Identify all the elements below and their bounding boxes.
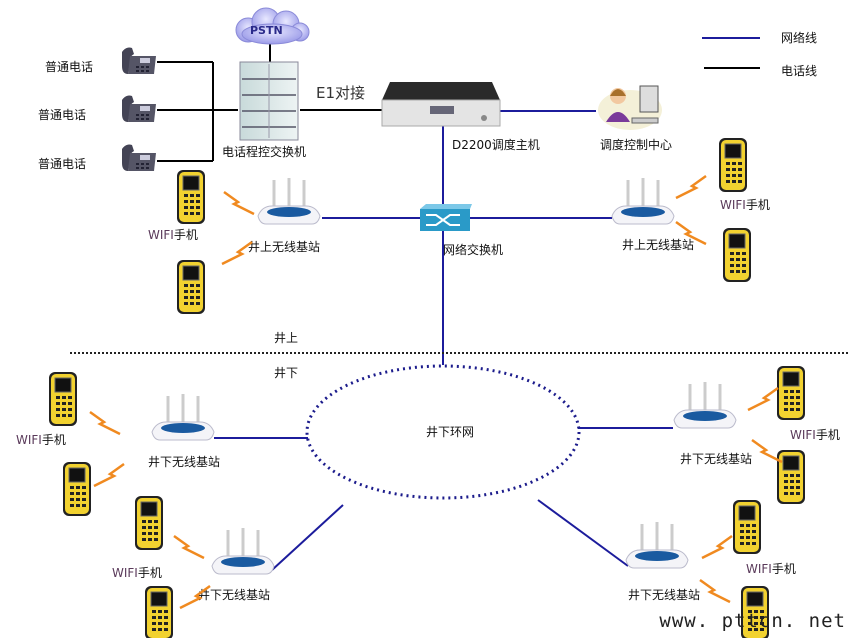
wireless-signal-icon [172,534,208,564]
wifi-prefix: WIFI [790,428,816,442]
wireless-signal-icon [176,584,212,614]
wifi-suffix: 手机 [771,562,796,576]
pbx-cabinet-icon [239,61,299,141]
wifi-phone-label: WIFI手机 [790,428,840,442]
wifi-phone-icon [48,370,78,432]
ring-to-bs-bottom-right [537,499,629,567]
network-lines [214,110,673,571]
wifi-phone-icon [176,168,206,230]
wifi-phone-label: WIFI手机 [148,228,198,242]
wifi-prefix: WIFI [720,198,746,212]
pbx-label: 电话程控交换机 [222,145,307,159]
wifi-phone-icon [134,494,164,556]
network-switch-icon [420,204,472,231]
wifi-suffix: 手机 [815,428,840,442]
wireless-base-station-icon [610,176,676,230]
legend-phone-label: 电话线 [781,64,818,78]
wifi-prefix: WIFI [746,562,772,576]
ring-to-bs-bottom-left [271,504,344,571]
wireless-signal-icon [88,410,124,440]
wifi-phone-icon [718,136,748,198]
wireless-signal-icon [672,174,708,204]
wireless-signal-icon [698,578,734,608]
dispatch-host-label: D2200调度主机 [452,138,540,152]
base-station-label: 井下无线基站 [148,455,221,469]
watermark: www. pttcn. net [659,610,846,632]
wireless-base-station-icon [256,176,322,230]
wireless-signal-icon [674,220,710,250]
pstn-label: PSTN [250,24,283,37]
wifi-phone-icon [722,226,752,288]
base-station-label: 井下无线基站 [198,588,271,602]
ring-network [305,364,581,500]
wireless-signal-icon [750,438,786,468]
wireless-base-station-icon [672,380,738,434]
wireless-base-station-icon [150,392,216,446]
above-ground-label: 井上 [274,331,299,345]
desk-phone-icon [118,143,158,179]
base-station-label: 井下无线基站 [680,452,753,466]
wifi-phone-icon [732,498,762,560]
wifi-prefix: WIFI [148,228,174,242]
base-station-label: 井上无线基站 [622,238,695,252]
wifi-suffix: 手机 [41,433,66,447]
wifi-phone-icon [776,448,806,510]
dispatch-operator-icon [598,85,662,130]
legend-network-label: 网络线 [781,31,818,45]
desk-phone-label: 普通电话 [45,60,94,74]
wifi-suffix: 手机 [137,566,162,580]
base-station-label: 井上无线基站 [248,240,321,254]
wifi-suffix: 手机 [745,198,770,212]
e1-label: E1对接 [316,84,366,102]
below-ground-label: 井下 [274,366,299,380]
wifi-phone-label: WIFI手机 [746,562,796,576]
wifi-prefix: WIFI [112,566,138,580]
wifi-phone-icon [62,460,92,522]
wifi-phone-icon [144,584,174,638]
wifi-prefix: WIFI [16,433,42,447]
desk-phone-label: 普通电话 [38,108,87,122]
wireless-signal-icon [222,190,258,220]
dispatch-host-icon [381,82,501,127]
pstn-cloud-icon: PSTN [235,7,310,45]
network-switch-label: 网络交换机 [443,243,504,257]
ring-network-label: 井下环网 [426,425,475,439]
wireless-signal-icon [698,534,734,564]
wireless-signal-icon [90,462,126,492]
wireless-base-station-icon [210,526,276,580]
desk-phone-icon [118,94,158,130]
base-station-label: 井下无线基站 [628,588,701,602]
phone-lines [157,42,382,162]
wireless-signal-icon [218,240,254,270]
wifi-phone-icon [776,364,806,426]
wireless-signal-icon [744,386,780,416]
wireless-base-station-icon [624,520,690,574]
desk-phone-label: 普通电话 [38,157,87,171]
wifi-phone-icon [176,258,206,320]
wifi-suffix: 手机 [173,228,198,242]
dispatch-center-label: 调度控制中心 [600,138,673,152]
wifi-phone-label: WIFI手机 [16,433,66,447]
wifi-phone-label: WIFI手机 [720,198,770,212]
wifi-phone-label: WIFI手机 [112,566,162,580]
desk-phone-icon [118,46,158,82]
wifi-phone-icon [740,584,770,638]
